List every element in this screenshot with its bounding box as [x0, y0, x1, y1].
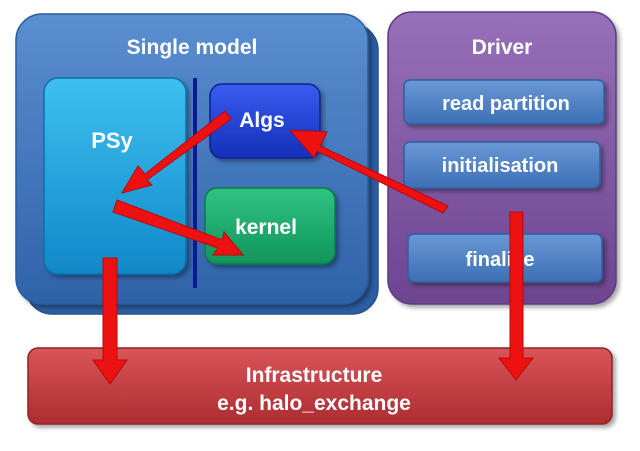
- arrow-psy-to-kernel: [112, 199, 245, 256]
- infrastructure-title: Infrastructure: [246, 364, 383, 387]
- kernel-label: kernel: [235, 216, 297, 239]
- driver-step-initialisation: initialisation: [403, 141, 601, 189]
- driver-step-read-partition: read partition: [403, 79, 605, 125]
- infrastructure-example: e.g. halo_exchange: [217, 392, 411, 415]
- arrow-algs-to-psy: [120, 110, 232, 194]
- driver-step-label: read partition: [442, 93, 570, 115]
- algs-box: Algs: [209, 83, 321, 159]
- kernel-box: kernel: [204, 187, 336, 265]
- single-model-title: Single model: [127, 36, 258, 59]
- driver-step-finalise: finalise: [407, 233, 603, 283]
- psy-box: PSy: [43, 77, 187, 275]
- psy-label: PSy: [91, 128, 133, 153]
- algs-label: Algs: [239, 109, 285, 132]
- arrow-psy-to-infrastructure: [92, 257, 128, 385]
- arrow-driver-to-infrastructure: [497, 211, 535, 381]
- divider-line: [193, 78, 197, 288]
- driver-step-label: finalise: [466, 249, 535, 271]
- infrastructure-box: Infrastructure e.g. halo_exchange: [27, 347, 613, 425]
- driver-step-label: initialisation: [442, 155, 559, 177]
- driver-title: Driver: [472, 36, 533, 59]
- arrow-driver-to-algs: [288, 129, 449, 214]
